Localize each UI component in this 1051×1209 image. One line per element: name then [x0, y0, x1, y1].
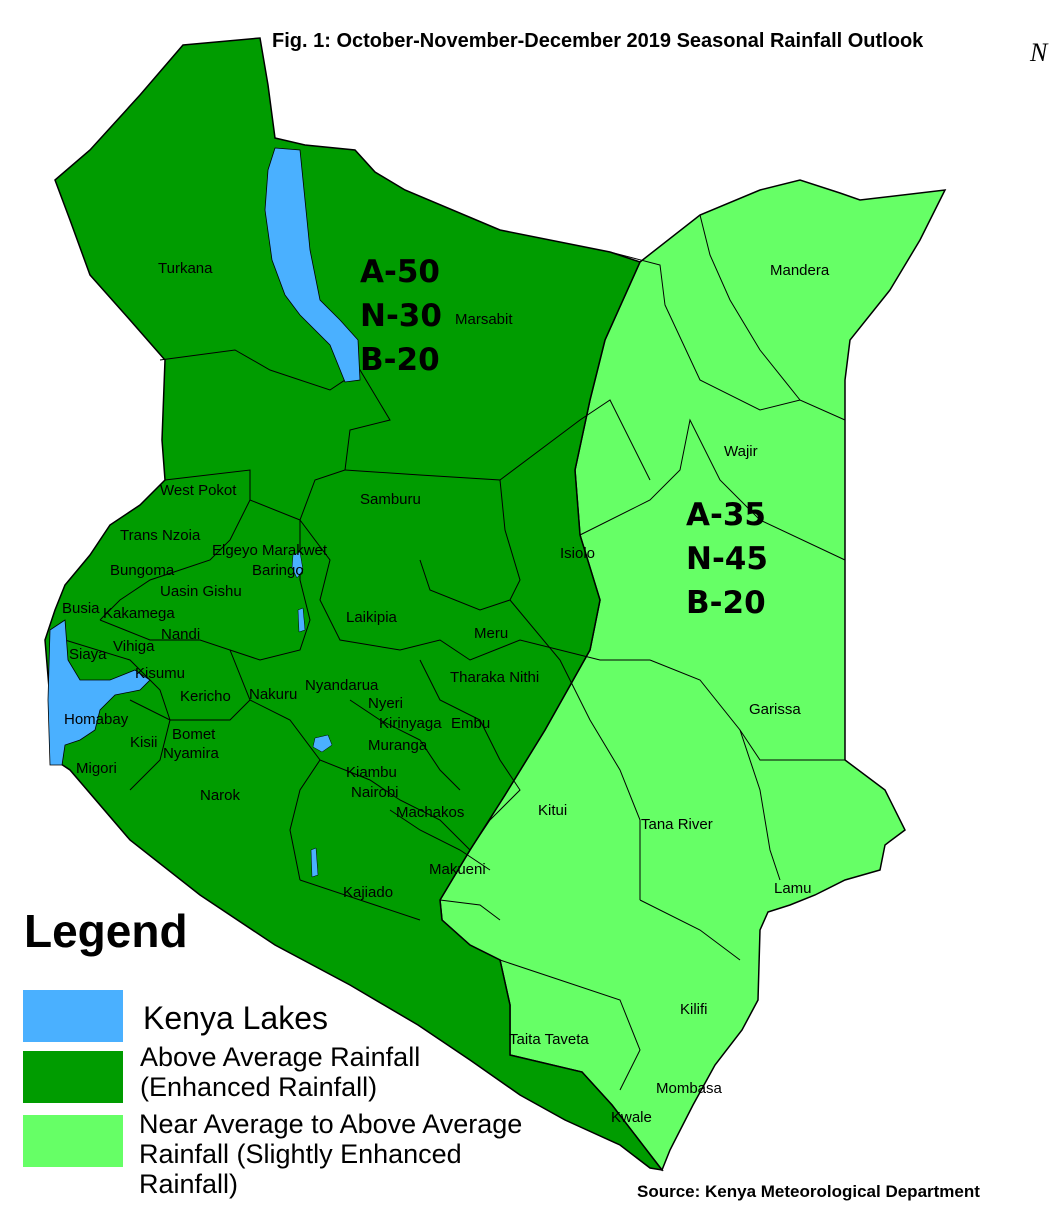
county-label: Lamu: [774, 880, 812, 897]
lake-magadi: [310, 847, 319, 878]
source-credit: Source: Kenya Meteorological Department: [637, 1182, 980, 1201]
county-label: Bungoma: [110, 562, 175, 579]
county-label: Siaya: [69, 646, 107, 663]
zone-east-normal: N-45: [686, 541, 768, 577]
county-label: Kisii: [130, 734, 158, 751]
county-label: West Pokot: [160, 482, 237, 499]
county-label: Kwale: [611, 1109, 652, 1126]
lake-baringo: [291, 551, 304, 579]
zone-west-above: A-50: [360, 254, 440, 290]
county-label: Nandi: [161, 626, 201, 643]
county-label: Tharaka Nithi: [450, 669, 540, 686]
zone-east-below: B-20: [686, 585, 766, 621]
legend-swatch-near-average: [23, 1115, 123, 1167]
county-boundaries: [64, 214, 846, 1091]
county-label: Kakamega: [103, 605, 175, 622]
county-label: Uasin Gishu: [160, 583, 242, 600]
above-average-zone: [44, 37, 664, 1172]
county-label: Kericho: [180, 688, 231, 705]
county-label: Baringo: [252, 562, 304, 579]
county-label: Nakuru: [249, 686, 298, 703]
county-label: Trans Nzoia: [120, 527, 201, 544]
map-title: Fig. 1: October-November-December 2019 S…: [272, 30, 924, 52]
county-label: Kajiado: [343, 884, 394, 901]
legend-label-above-average: Above Average Rainfall (Enhanced Rainfal…: [140, 1042, 421, 1102]
county-label: Busia: [62, 600, 100, 617]
county-label: Garissa: [749, 701, 801, 718]
county-label: Kilifi: [680, 1001, 708, 1018]
legend-label-near-average: Near Average to Above Average Rainfall (…: [139, 1109, 523, 1199]
county-label: Migori: [76, 760, 117, 777]
county-label: Wajir: [724, 443, 758, 460]
county-label: Marsabit: [455, 311, 513, 328]
county-label: Makueni: [429, 861, 486, 878]
county-label: Vihiga: [113, 638, 155, 655]
county-label: Nyeri: [368, 695, 404, 712]
county-label: Samburu: [360, 491, 421, 508]
county-label: Kiambu: [346, 764, 397, 781]
zone-east-probabilities: A-35 N-45 B-20: [686, 493, 768, 625]
legend-swatch-above-average: [23, 1051, 123, 1103]
zone-west-below: B-20: [360, 342, 440, 378]
county-label: Turkana: [158, 260, 213, 277]
legend-label-lakes: Kenya Lakes: [143, 1000, 329, 1036]
county-label: Elgeyo Marakwet: [212, 542, 328, 559]
zone-east-above: A-35: [686, 497, 766, 533]
county-label: Nairobi: [351, 784, 399, 801]
county-label: Homabay: [64, 711, 129, 728]
county-label: Embu: [451, 715, 491, 732]
county-label: Narok: [200, 787, 241, 804]
county-label: Mandera: [770, 262, 830, 279]
county-label: Meru: [474, 625, 509, 642]
county-label: Nyandarua: [305, 677, 379, 694]
lake-turkana: [264, 147, 361, 383]
lake-victoria: [47, 619, 151, 766]
legend-swatch-lakes: [23, 990, 123, 1042]
county-label: Nyamira: [163, 745, 219, 762]
county-label: Laikipia: [346, 609, 397, 626]
county-label: Muranga: [368, 737, 428, 754]
legend-title: Legend: [24, 905, 188, 957]
lake-nakuru: [297, 607, 306, 633]
county-label: Mombasa: [656, 1080, 722, 1097]
county-label: Kisumu: [135, 665, 186, 682]
county-label: Isiolo: [560, 545, 596, 562]
county-label: Tana River: [641, 816, 713, 833]
county-label: Bomet: [172, 726, 216, 743]
county-label: Machakos: [396, 804, 465, 821]
county-label: Taita Taveta: [509, 1031, 589, 1048]
zone-west-normal: N-30: [360, 298, 442, 334]
north-arrow-icon: N: [1030, 38, 1048, 67]
zone-west-probabilities: A-50 N-30 B-20: [360, 250, 442, 382]
lake-naivasha: [312, 734, 333, 753]
county-label: Kitui: [538, 802, 568, 819]
county-label: Kirinyaga: [379, 715, 442, 732]
